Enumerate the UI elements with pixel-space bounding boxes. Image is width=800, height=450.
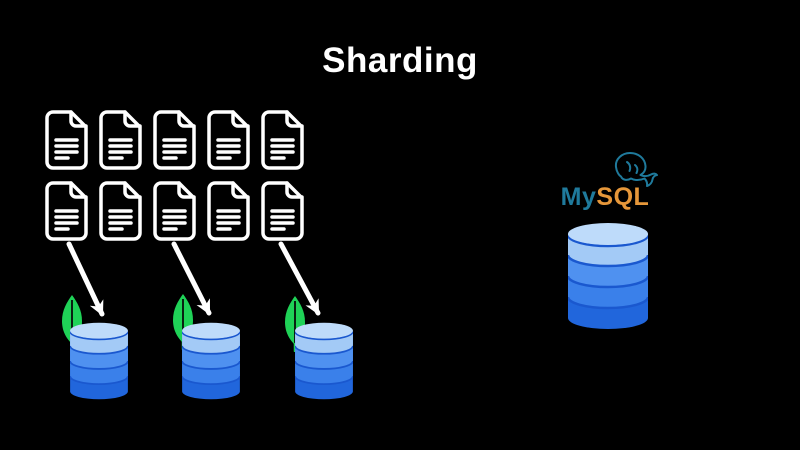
shard-arrow (66, 241, 105, 317)
mongodb-shard (60, 293, 128, 400)
document-icon (45, 181, 88, 241)
document-icon (207, 181, 250, 241)
shard-arrow (171, 241, 212, 316)
slide-title: Sharding (322, 41, 478, 80)
shard-database-icon (182, 322, 240, 400)
mysql-wordmark-my: My (560, 183, 597, 211)
shard-database-icon (70, 322, 128, 400)
shard-database-icon (295, 322, 353, 400)
document-icon (45, 110, 88, 170)
document-icon (261, 110, 304, 170)
document-icon (261, 181, 304, 241)
document-icon (207, 110, 250, 170)
mysql-database-icon (568, 222, 648, 330)
mysql-dolphin-icon (614, 152, 658, 187)
document-icon (99, 110, 142, 170)
document-icon (153, 110, 196, 170)
mysql-group (568, 152, 658, 330)
shard-arrows (66, 241, 321, 317)
document-icon (99, 181, 142, 241)
mysql-wordmark: MySQL (550, 183, 660, 212)
shard-arrow (278, 241, 321, 316)
document-icon (153, 181, 196, 241)
mysql-wordmark-sql: SQL (596, 183, 650, 211)
document-grid (45, 110, 304, 241)
